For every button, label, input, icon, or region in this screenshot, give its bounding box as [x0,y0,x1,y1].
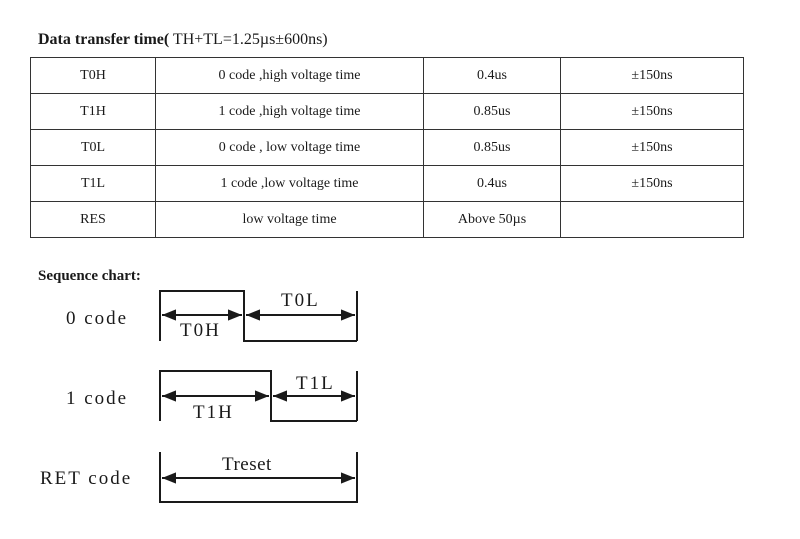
description-cell: low voltage time [155,201,424,238]
zero-code-waveform [159,290,358,342]
sequence-chart-title: Sequence chart: [38,268,141,284]
param-cell: T1H [30,93,156,130]
tolerance-cell: ±150ns [560,93,744,130]
tolerance-cell: ±150ns [560,165,744,202]
tolerance-cell [560,201,744,238]
value-cell: Above 50µs [423,201,561,238]
treset-label: Treset [222,454,272,475]
value-cell: 0.85us [423,93,561,130]
ret-code-label: RET code [40,468,132,489]
section-title: Data transfer time( TH+TL=1.25µs±600ns) [38,31,328,48]
one-code-waveform [159,370,358,422]
description-cell: 0 code , low voltage time [155,129,424,166]
description-cell: 1 code ,high voltage time [155,93,424,130]
tolerance-cell: ±150ns [560,57,744,94]
param-cell: RES [30,201,156,238]
t0h-label: T0H [180,320,221,341]
description-cell: 1 code ,low voltage time [155,165,424,202]
reset-code-waveform [159,452,358,503]
t1h-label: T1H [193,402,234,423]
zero-code-label: 0 code [66,308,128,329]
t1l-label: T1L [296,373,335,394]
t0l-label: T0L [281,290,320,311]
one-code-label: 1 code [66,388,128,409]
param-cell: T1L [30,165,156,202]
